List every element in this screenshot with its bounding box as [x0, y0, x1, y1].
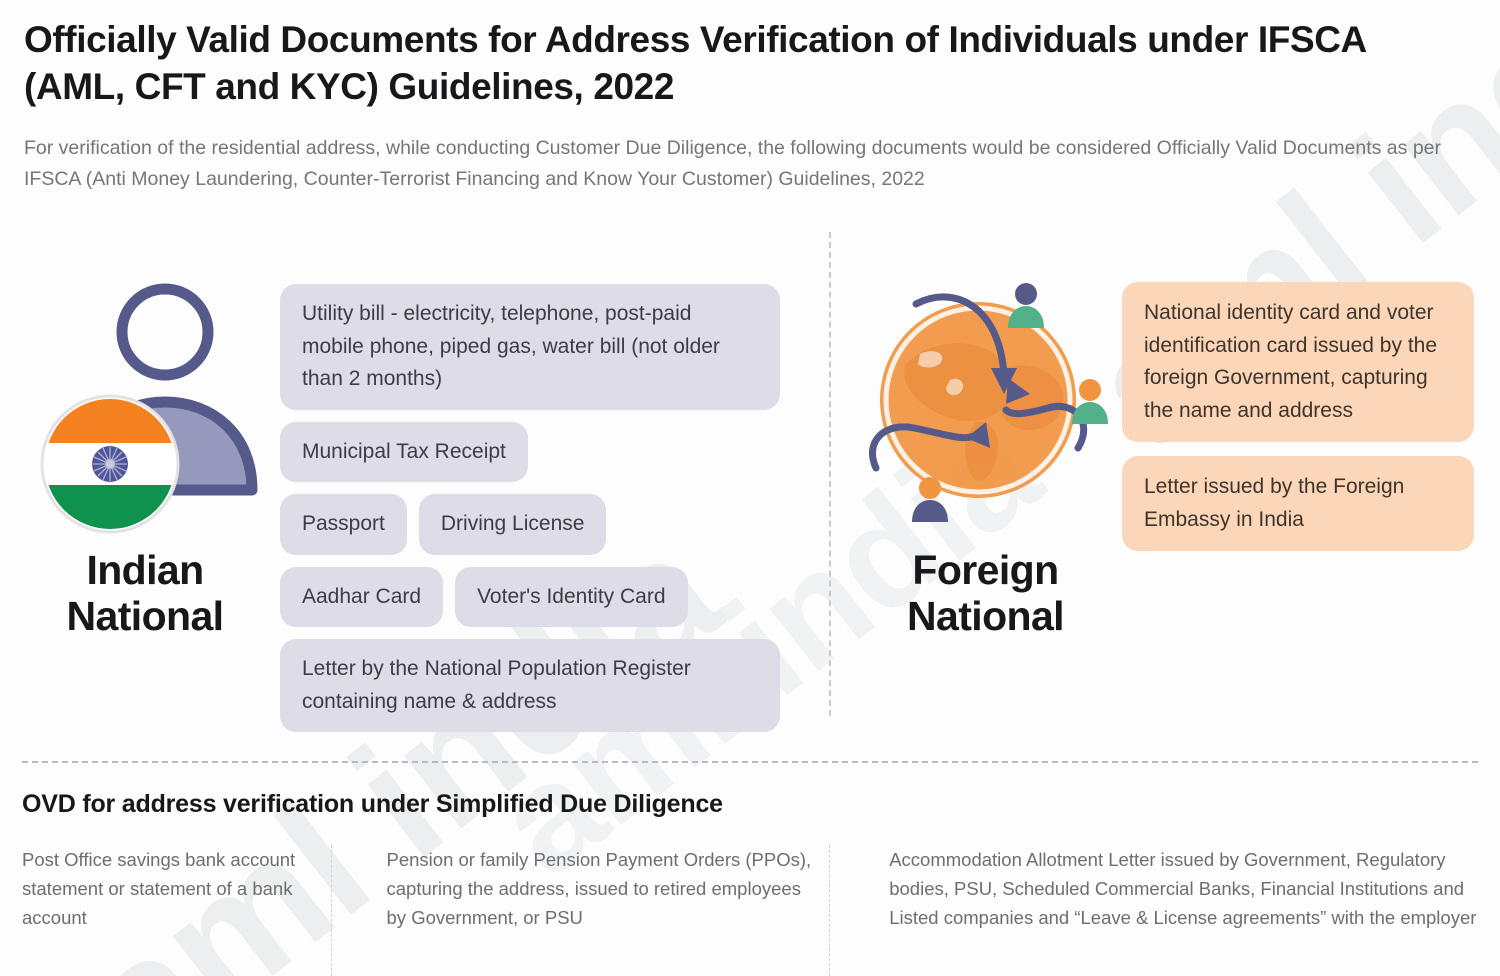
person-with-indian-flag-icon [40, 283, 258, 534]
document-pill[interactable]: Utility bill - electricity, telephone, p… [280, 284, 780, 410]
document-pill[interactable]: Aadhar Card [280, 566, 444, 628]
foreign-documents-list: National identity card and voter identif… [1122, 282, 1474, 565]
simplified-column: Accommodation Allotment Letter issued by… [889, 849, 1477, 929]
person-figure-right [1072, 379, 1108, 424]
document-pill[interactable]: National identity card and voter identif… [1122, 282, 1474, 443]
document-pill[interactable]: Letter by the National Population Regist… [280, 639, 780, 733]
foreign-national-label: Foreign National [907, 547, 1065, 639]
simplified-columns: Post Office savings bank account stateme… [22, 845, 1482, 933]
person-figure-top [1008, 283, 1044, 328]
indian-documents-list: Utility bill - electricity, telephone, p… [280, 284, 780, 744]
page-title: Officially Valid Documents for Address V… [24, 19, 1366, 108]
foreign-national-block: Foreign National [858, 272, 1113, 640]
foreign-national-icon [858, 272, 1113, 542]
pill-row: Utility bill - electricity, telephone, p… [280, 284, 780, 410]
document-pill[interactable]: Passport [280, 494, 407, 555]
horizontal-divider [22, 761, 1478, 763]
indian-flag-badge [40, 394, 180, 534]
document-pill[interactable]: Voter's Identity Card [455, 566, 688, 628]
bottom-column-divider-1 [331, 845, 332, 976]
indian-national-icon [20, 272, 270, 542]
document-pill[interactable]: Driving License [418, 494, 607, 555]
indian-national-block: Indian National [20, 272, 270, 640]
page-subtitle: For verification of the residential addr… [24, 136, 1441, 191]
simplified-due-diligence-section: OVD for address verification under Simpl… [22, 790, 1482, 819]
indian-national-label: Indian National [66, 547, 225, 639]
document-pill[interactable]: Letter issued by the Foreign Embassy in … [1122, 456, 1474, 552]
pill-row: Passport Driving License [280, 494, 780, 555]
document-pill[interactable]: Municipal Tax Receipt [280, 421, 528, 483]
header: Officially Valid Documents for Address V… [24, 16, 1444, 196]
person-figure-bottom [912, 477, 948, 522]
simplified-column: Post Office savings bank account stateme… [22, 849, 296, 929]
pill-row: Aadhar Card Voter's Identity Card [280, 566, 780, 628]
vertical-divider [829, 232, 831, 716]
pill-row: Municipal Tax Receipt [280, 421, 780, 483]
globe-with-migration-arrows-icon [868, 283, 1108, 522]
simplified-section-title: OVD for address verification under Simpl… [22, 790, 723, 818]
pill-row: Letter by the National Population Regist… [280, 639, 780, 733]
bottom-column-divider-2 [829, 845, 830, 976]
simplified-column: Pension or family Pension Payment Orders… [386, 849, 812, 929]
